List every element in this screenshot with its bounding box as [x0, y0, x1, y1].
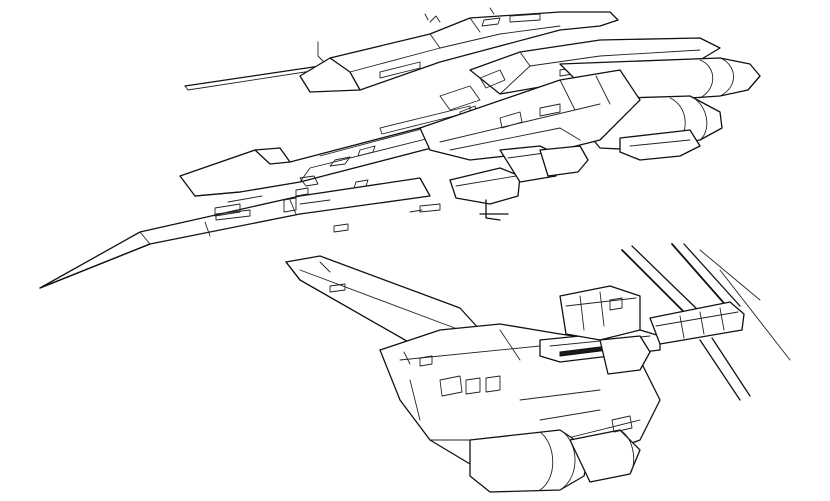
- lower-ship-engines: [469, 429, 641, 493]
- upper-ship-prow: [39, 177, 431, 289]
- upper-ship-deck: [299, 7, 619, 93]
- upper-ship: [39, 7, 761, 289]
- lower-ship-details: [403, 297, 633, 433]
- lower-ship-turret: [559, 285, 651, 375]
- upper-ship-underside: [333, 145, 589, 233]
- upper-ship-antenna: [184, 65, 321, 91]
- upper-ship-rear-panels: [419, 69, 641, 161]
- lower-ship: [285, 243, 791, 493]
- lower-ship-gantry: [621, 243, 791, 401]
